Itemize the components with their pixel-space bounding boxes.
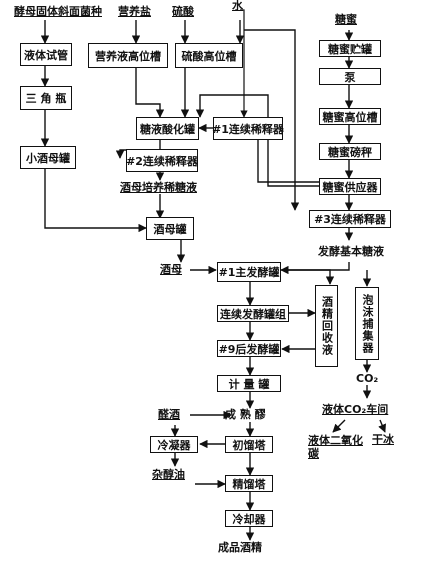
box-meter-tank: 计 量 罐 (217, 375, 281, 392)
box-small-yeast-tank: 小酒母罐 (20, 146, 76, 169)
box-main-fermenter: #1主发酵罐 (217, 262, 281, 282)
box-diluter-1: #1连续稀释器 (212, 117, 284, 140)
box-fine-distill: 精馏塔 (225, 475, 273, 492)
box-yeast-tank: 酒母罐 (146, 217, 194, 240)
label-ferment-base: 发酵基本糖液 (318, 245, 384, 258)
arrow-workshop-to-liquid (332, 419, 346, 433)
box-molasses-storage: 糖蜜贮罐 (319, 40, 381, 57)
arrow-nutrient-to-acidify (135, 68, 165, 118)
arrow-small-tank-to-yeast-tank (44, 169, 147, 233)
label-aldehyde: 醛酒 (158, 408, 180, 421)
box-foam-catcher: 泡沫捕集器 (355, 287, 379, 360)
input-sulfuric-acid: 硫酸 (172, 5, 194, 18)
arrow-water-to-diluter3 (244, 29, 300, 211)
box-flask: 三 角 瓶 (20, 86, 72, 110)
input-water: 水 (232, 0, 243, 12)
input-molasses: 糖蜜 (335, 13, 357, 26)
box-molasses-supply: 糖蜜供应器 (319, 178, 381, 195)
label-liquid-co2: 液体二氧化碳 (308, 434, 363, 460)
box-continuous-fermenter-group: 连续发酵罐组 (217, 305, 289, 322)
label-mature-mash: 成 熟 醪 (225, 408, 266, 421)
box-molasses-scale: 糖蜜磅秤 (319, 143, 381, 160)
label-fusel-oil: 杂醇油 (152, 468, 185, 481)
label-final-alcohol: 成品酒精 (218, 541, 262, 554)
input-nutrient-salt: 营养盐 (118, 5, 151, 18)
box-post-fermenter: #9后发酵罐 (217, 340, 281, 357)
box-molasses-high-tank: 糖蜜高位槽 (319, 108, 381, 125)
box-liquid-test-tube: 液体试管 (20, 43, 72, 66)
box-alcohol-recovery: 酒精回收液 (315, 285, 338, 367)
box-cooler: 冷却器 (225, 510, 273, 527)
arrow-supply-to-acidify (195, 94, 321, 187)
box-acid-tank: 硫酸高位槽 (175, 43, 243, 68)
label-co2: CO₂ (356, 372, 379, 385)
label-dry-ice: 干冰 (372, 433, 394, 446)
label-co2-workshop: 液体CO₂车间 (322, 403, 389, 416)
arrow-base-to-main-fermenter (280, 262, 350, 275)
box-molasses-acidify-tank: 糖液酸化罐 (136, 117, 199, 140)
input-yeast-strain: 酵母固体斜面菌种 (14, 5, 102, 18)
arrow-workshop-to-ice (378, 419, 386, 433)
arrow-water-to-diluter1 (240, 9, 248, 118)
box-diluter-3: #3连续稀释器 (309, 210, 391, 228)
box-initial-distill: 初馏塔 (225, 436, 273, 453)
box-condenser: 冷凝器 (150, 436, 198, 453)
box-nutrient-tank: 营养液高位槽 (88, 43, 168, 68)
label-yeast-culture-liquid: 酒母培养稀糖液 (120, 181, 197, 194)
box-diluter-2: #2连续稀释器 (126, 149, 198, 172)
arrow-main-to-recovery (282, 269, 335, 285)
label-yeast: 酒母 (160, 263, 182, 276)
box-pump: 泵 (319, 68, 381, 85)
